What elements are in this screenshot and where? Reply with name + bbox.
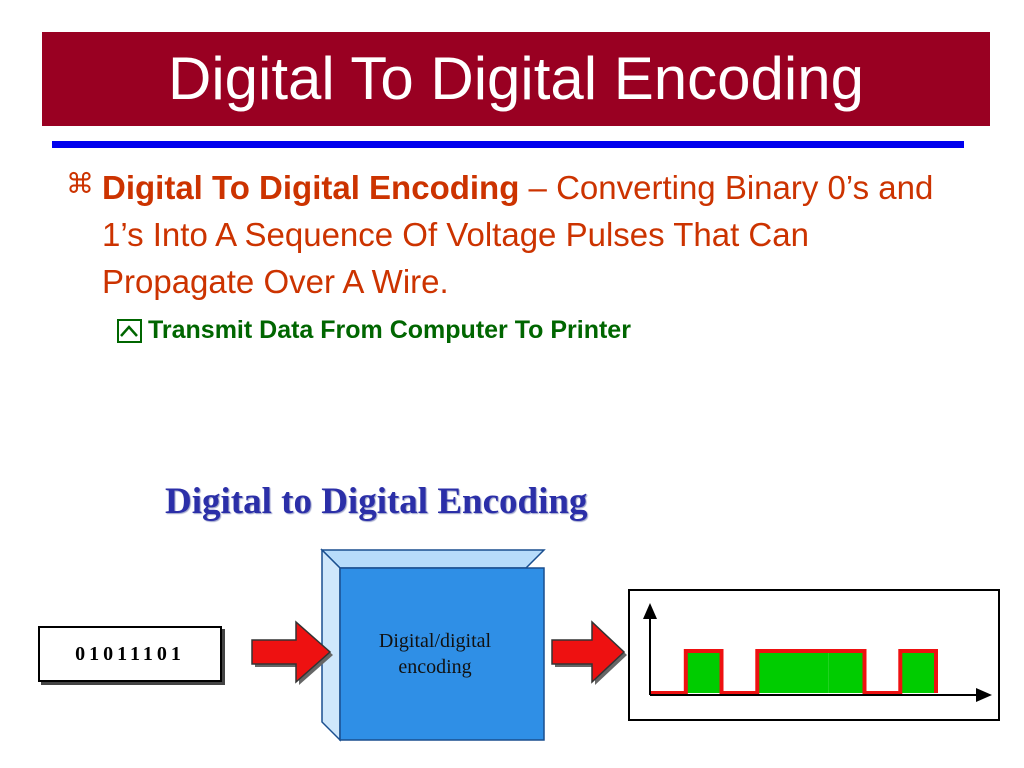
title-bar: Digital To Digital Encoding [42, 32, 990, 126]
signal-pulse-bit-5 [828, 651, 865, 693]
title-underline [52, 141, 964, 148]
bullet-definition-body: Converting Binary 0’s and 1’s Into A Seq… [102, 169, 934, 300]
binary-input-box: 01011101 [38, 626, 222, 682]
encoder-box [320, 548, 546, 742]
sub-bullet-example-text: Transmit Data From Computer To Printer [148, 316, 631, 344]
signal-pulse-bit-3 [757, 651, 793, 693]
bullet-definition-text: Digital To Digital Encoding – Converting… [102, 164, 946, 305]
input-arrow [251, 620, 333, 685]
signal-pulses [685, 651, 936, 693]
encoder-label: Digital/digital encoding [345, 628, 525, 680]
signal-pulse-bit-7 [900, 651, 936, 693]
signal-pulse-bit-1 [685, 651, 722, 693]
checkbox-bullet-icon [117, 318, 142, 343]
signal-pulse-bit-4 [793, 651, 829, 693]
signal-output-box [628, 589, 1000, 721]
binary-input-bits: 01011101 [75, 642, 185, 665]
voltage-axis-arrowhead [643, 603, 657, 619]
figure-title: Digital to Digital Encoding [165, 481, 588, 522]
voltage-signal-plot [643, 603, 992, 702]
time-axis-arrowhead [976, 688, 992, 702]
encoder-label-line1: Digital/digital [378, 630, 492, 652]
bullet-definition-dash: – [519, 169, 557, 206]
sub-bullet-example: Transmit Data From Computer To Printer [116, 316, 631, 345]
output-arrow [551, 620, 627, 685]
encoder-label-line2: encoding [398, 656, 472, 678]
command-bullet-icon: ⌘ [66, 167, 94, 200]
bullet-definition-term: Digital To Digital Encoding [102, 169, 520, 206]
bullet-definition: ⌘ Digital To Digital Encoding – Converti… [66, 164, 946, 305]
signal-waveform [650, 649, 938, 695]
slide-title: Digital To Digital Encoding [168, 45, 864, 112]
